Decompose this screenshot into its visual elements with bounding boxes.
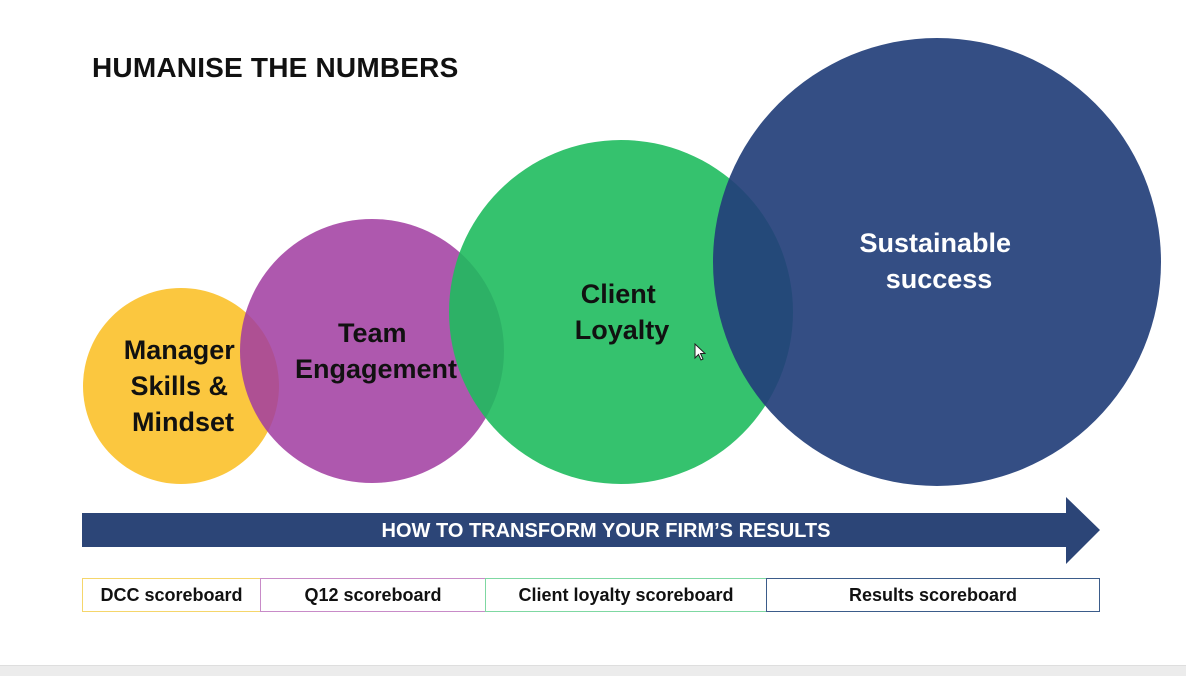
circle-sustainable-success: [713, 38, 1161, 486]
scoreboard-client-loyalty: Client loyalty scoreboard: [485, 578, 767, 612]
bottom-scrollbar[interactable]: [0, 665, 1186, 676]
label-team-engagement: Team Engagement: [295, 318, 457, 384]
scoreboard-q12: Q12 scoreboard: [260, 578, 486, 612]
scoreboard-row: DCC scoreboard Q12 scoreboard Client loy…: [82, 578, 1100, 612]
transform-arrow: [82, 497, 1100, 564]
label-manager-skills: Manager Skills & Mindset: [124, 335, 243, 437]
circle-team-engagement: [240, 219, 504, 483]
arrow-label: HOW TO TRANSFORM YOUR FIRM’S RESULTS: [382, 520, 831, 542]
scoreboard-dcc: DCC scoreboard: [82, 578, 261, 612]
label-client-loyalty: Client Loyalty: [575, 279, 670, 345]
circle-client-loyalty: [449, 140, 793, 484]
label-sustainable-success: Sustainable success: [859, 228, 1018, 294]
slide-title: HUMANISE THE NUMBERS: [92, 52, 459, 83]
scoreboard-results: Results scoreboard: [766, 578, 1100, 612]
mouse-pointer-icon: [694, 343, 706, 361]
circle-manager-skills: [83, 288, 279, 484]
